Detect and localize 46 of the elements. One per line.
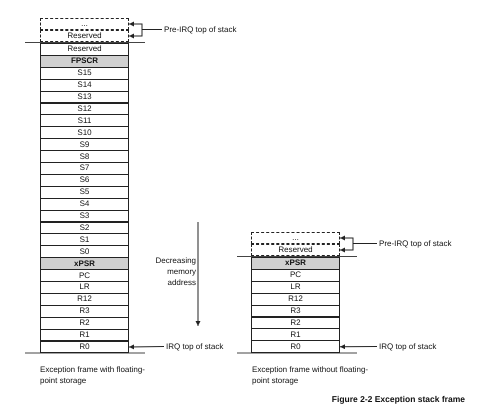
- stack-cell: R12: [40, 292, 129, 306]
- stack-cell: FPSCR: [40, 54, 129, 68]
- stack-cell: S13: [40, 90, 129, 104]
- pointer-label: Pre-IRQ top of stack: [164, 24, 254, 35]
- stack-cell: R0: [251, 340, 340, 354]
- stack-cell: Reserved: [40, 43, 129, 56]
- stack-cell: LR: [251, 280, 340, 294]
- stack-cell: PC: [40, 269, 129, 282]
- stack-cell: Reserved: [40, 30, 129, 42]
- stack-cell: LR: [40, 281, 129, 294]
- stack-cell: S8: [40, 150, 129, 163]
- pointer-label: IRQ top of stack: [166, 341, 246, 352]
- stack-cell: S15: [40, 66, 129, 80]
- stack-cell: S9: [40, 138, 129, 152]
- stack-cell: ...: [40, 18, 129, 30]
- arrow: [128, 344, 164, 350]
- pointer-label: IRQ top of stack: [379, 341, 459, 352]
- stack-cell: xPSR: [251, 257, 340, 270]
- pointer-label: Pre-IRQ top of stack: [379, 238, 469, 249]
- stack-cell: S0: [40, 245, 129, 258]
- stack-cell: ...: [251, 232, 340, 244]
- stack-cell: S3: [40, 210, 129, 222]
- arrow: [340, 243, 378, 252]
- stack-cell: S7: [40, 162, 129, 175]
- stack-cell: S10: [40, 126, 129, 140]
- stack-cell: xPSR: [40, 257, 129, 270]
- stack-cell: S11: [40, 114, 129, 128]
- frame-caption: Exception frame without floating-point storage: [252, 364, 370, 386]
- stack-cell: PC: [251, 268, 340, 282]
- stack-cell: S14: [40, 78, 129, 92]
- stack-cell: S1: [40, 233, 129, 246]
- stack-cell: R1: [40, 328, 129, 342]
- arrow: [340, 344, 378, 350]
- stack-cell: R3: [40, 304, 129, 318]
- frame-caption: Exception frame with floating-point storage: [40, 364, 146, 386]
- stack-cell: R2: [40, 316, 129, 330]
- stack-cell: R3: [251, 304, 340, 318]
- stack-cell: R1: [251, 328, 340, 342]
- stack-cell: R0: [40, 340, 129, 354]
- stack-cell: S6: [40, 174, 129, 187]
- stack-cell: S4: [40, 198, 129, 211]
- stack-cell: S5: [40, 186, 129, 199]
- stack-cell: R12: [251, 292, 340, 306]
- stack-cell: Reserved: [251, 244, 340, 256]
- figure-caption: Figure 2-2 Exception stack frame: [330, 394, 465, 405]
- direction-label: Decreasing memory address: [154, 255, 196, 288]
